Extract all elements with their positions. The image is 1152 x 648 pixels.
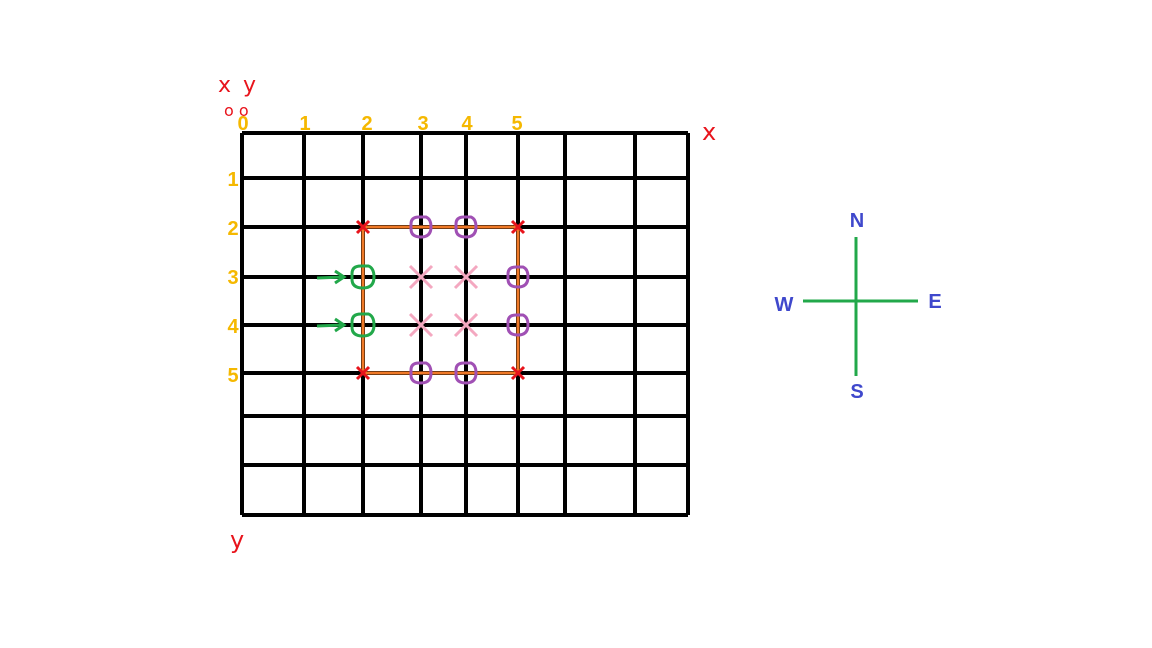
x-axis-letter: x xyxy=(702,118,716,146)
y-tick-label: 3 xyxy=(227,267,238,289)
x-tick-label: 4 xyxy=(461,113,473,135)
corner-label-y: y xyxy=(243,73,256,98)
y-tick-label: 4 xyxy=(227,316,239,338)
y-tick-labels: 1 2 3 4 5 xyxy=(227,169,239,387)
interior-cross xyxy=(408,264,434,290)
corner-mark-stroke xyxy=(510,219,526,235)
corner-mark xyxy=(510,219,526,235)
boundary-circle xyxy=(454,215,478,239)
x-tick-label: 5 xyxy=(511,113,522,135)
entry-circle xyxy=(350,312,376,338)
compass-south-label: S xyxy=(850,381,863,403)
boundary-circle xyxy=(454,361,478,385)
entry-arrow xyxy=(316,269,347,285)
interior-cross-stroke xyxy=(408,264,434,290)
interior-cross xyxy=(453,264,479,290)
corner-mark-stroke xyxy=(355,365,371,381)
region-border xyxy=(361,225,520,375)
compass-east-label: E xyxy=(928,291,941,313)
interior-cross xyxy=(453,312,479,338)
entry-arrow xyxy=(316,317,347,333)
corner-coords: o o xyxy=(224,101,249,120)
corner-mark xyxy=(510,365,526,381)
interior-cross xyxy=(408,312,434,338)
compass: N S E W xyxy=(775,210,942,403)
corner-mark-stroke xyxy=(355,219,371,235)
boundary-circle xyxy=(409,361,433,385)
corner-mark xyxy=(355,365,371,381)
x-tick-labels: 0 1 2 3 4 5 xyxy=(237,113,522,135)
interior-cross-stroke xyxy=(453,264,479,290)
y-axis-letter: y xyxy=(230,526,244,554)
entry-circle xyxy=(350,264,376,290)
entry-arrow-head xyxy=(334,269,347,285)
corner-mark xyxy=(355,219,371,235)
boundary-circle xyxy=(409,215,433,239)
markers xyxy=(316,215,530,385)
y-tick-label: 5 xyxy=(227,365,238,387)
y-tick-label: 2 xyxy=(227,218,238,240)
interior-cross-stroke xyxy=(453,312,479,338)
boundary-circle xyxy=(506,313,530,337)
x-tick-label: 1 xyxy=(299,113,310,135)
x-tick-label: 3 xyxy=(417,113,428,135)
x-tick-label: 2 xyxy=(361,113,372,135)
boundary-circle xyxy=(506,265,530,289)
compass-west-label: W xyxy=(775,294,794,316)
interior-cross-stroke xyxy=(408,312,434,338)
x-tick-label: 0 xyxy=(237,113,248,135)
compass-north-label: N xyxy=(850,210,864,232)
region-rectangle xyxy=(361,225,520,375)
y-tick-label: 1 xyxy=(227,169,238,191)
entry-arrow-shaft xyxy=(316,323,344,328)
entry-arrow-head xyxy=(334,317,347,333)
corner-label-x: x xyxy=(218,73,231,98)
corner-mark-stroke xyxy=(510,365,526,381)
entry-arrow-shaft xyxy=(316,275,344,280)
